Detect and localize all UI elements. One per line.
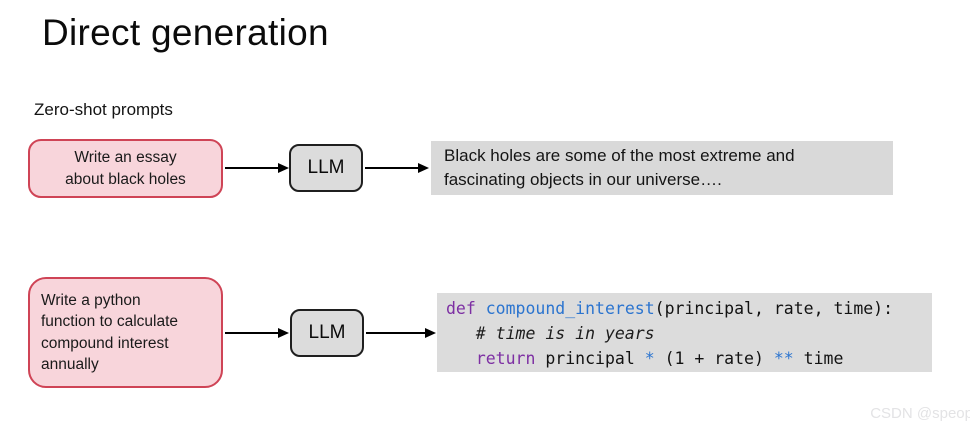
arrow-right <box>225 163 289 173</box>
code-token-keyword: return <box>475 349 536 368</box>
watermark: CSDN @speop <box>870 405 970 422</box>
prompt-line: Write an essay <box>74 149 177 167</box>
code-output-box: def compound_interest(principal, rate, t… <box>437 293 932 372</box>
llm-label: LLM <box>308 322 346 343</box>
code-token: (1 + rate) <box>654 349 774 368</box>
code-token: principal <box>535 349 645 368</box>
code-token: time <box>793 349 844 368</box>
code-token-comment: # time is in years <box>446 324 655 343</box>
arrow-right <box>365 163 429 173</box>
code-token: (principal, rate, time): <box>654 299 894 318</box>
llm-label: LLM <box>307 157 345 178</box>
prompt-line: function to calculate <box>41 313 179 331</box>
output-line: fascinating objects in our universe…. <box>444 170 722 189</box>
prompt-line: about black holes <box>65 170 186 188</box>
llm-node: LLM <box>290 309 364 357</box>
code-line: return principal * (1 + rate) ** time <box>446 346 932 371</box>
prompt-box-python: Write a python function to calculate com… <box>28 277 223 388</box>
slide-title: Direct generation <box>42 12 329 53</box>
code-line: def compound_interest(principal, rate, t… <box>446 296 932 321</box>
code-token-operator: * <box>644 349 655 368</box>
output-text-box: Black holes are some of the most extreme… <box>431 141 893 195</box>
prompt-line: annually <box>41 355 99 373</box>
prompt-box-essay: Write an essay about black holes <box>28 139 223 198</box>
prompt-line: Write a python <box>41 291 141 309</box>
code-line: # time is in years <box>446 321 932 346</box>
code-token-operator: ** <box>773 349 794 368</box>
llm-node: LLM <box>289 144 363 192</box>
prompt-line: compound interest <box>41 334 169 352</box>
arrow-right <box>225 328 289 338</box>
code-token-keyword: def <box>446 299 476 318</box>
code-token <box>476 299 486 318</box>
code-token-function: compound_interest <box>485 299 655 318</box>
output-line: Black holes are some of the most extreme… <box>444 146 795 165</box>
code-token <box>446 349 476 368</box>
arrow-right <box>366 328 436 338</box>
section-label: Zero-shot prompts <box>34 100 173 119</box>
